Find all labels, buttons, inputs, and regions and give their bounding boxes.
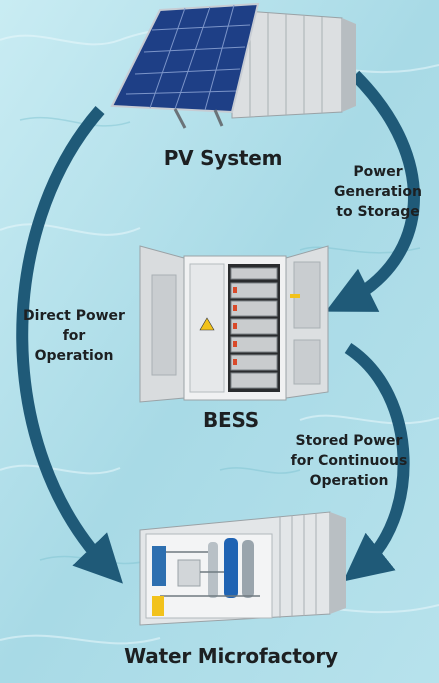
flow-label-line: Generation — [334, 184, 422, 200]
flow-label-line: to Storage — [336, 204, 420, 220]
solar-container-icon — [110, 2, 356, 129]
water-treatment-container-icon — [139, 511, 346, 626]
flow-label-stored: Stored Power for Continuous Operation — [280, 431, 418, 491]
flow-label-line: Direct Power — [23, 308, 125, 324]
pv-system-label: PV System — [163, 146, 283, 170]
flow-arrow-generation — [325, 70, 420, 312]
water-microfactory-label: Water Microfactory — [124, 644, 338, 668]
flow-label-line: for — [62, 328, 86, 344]
flow-label-line: Operation — [309, 473, 389, 489]
battery-cabinet-icon — [139, 245, 329, 403]
flow-label-line: Power — [353, 164, 403, 180]
flow-label-direct: Direct Power for Operation — [6, 306, 142, 366]
flow-arrow-direct — [16, 106, 123, 584]
bess-label: BESS — [202, 408, 260, 432]
flow-arrow-stored — [343, 342, 410, 582]
flow-label-line: Operation — [34, 348, 114, 364]
flow-label-line: Stored Power — [295, 433, 403, 449]
flow-label-line: for Continuous — [290, 453, 408, 469]
flow-label-generation: Power Generation to Storage — [320, 162, 436, 222]
